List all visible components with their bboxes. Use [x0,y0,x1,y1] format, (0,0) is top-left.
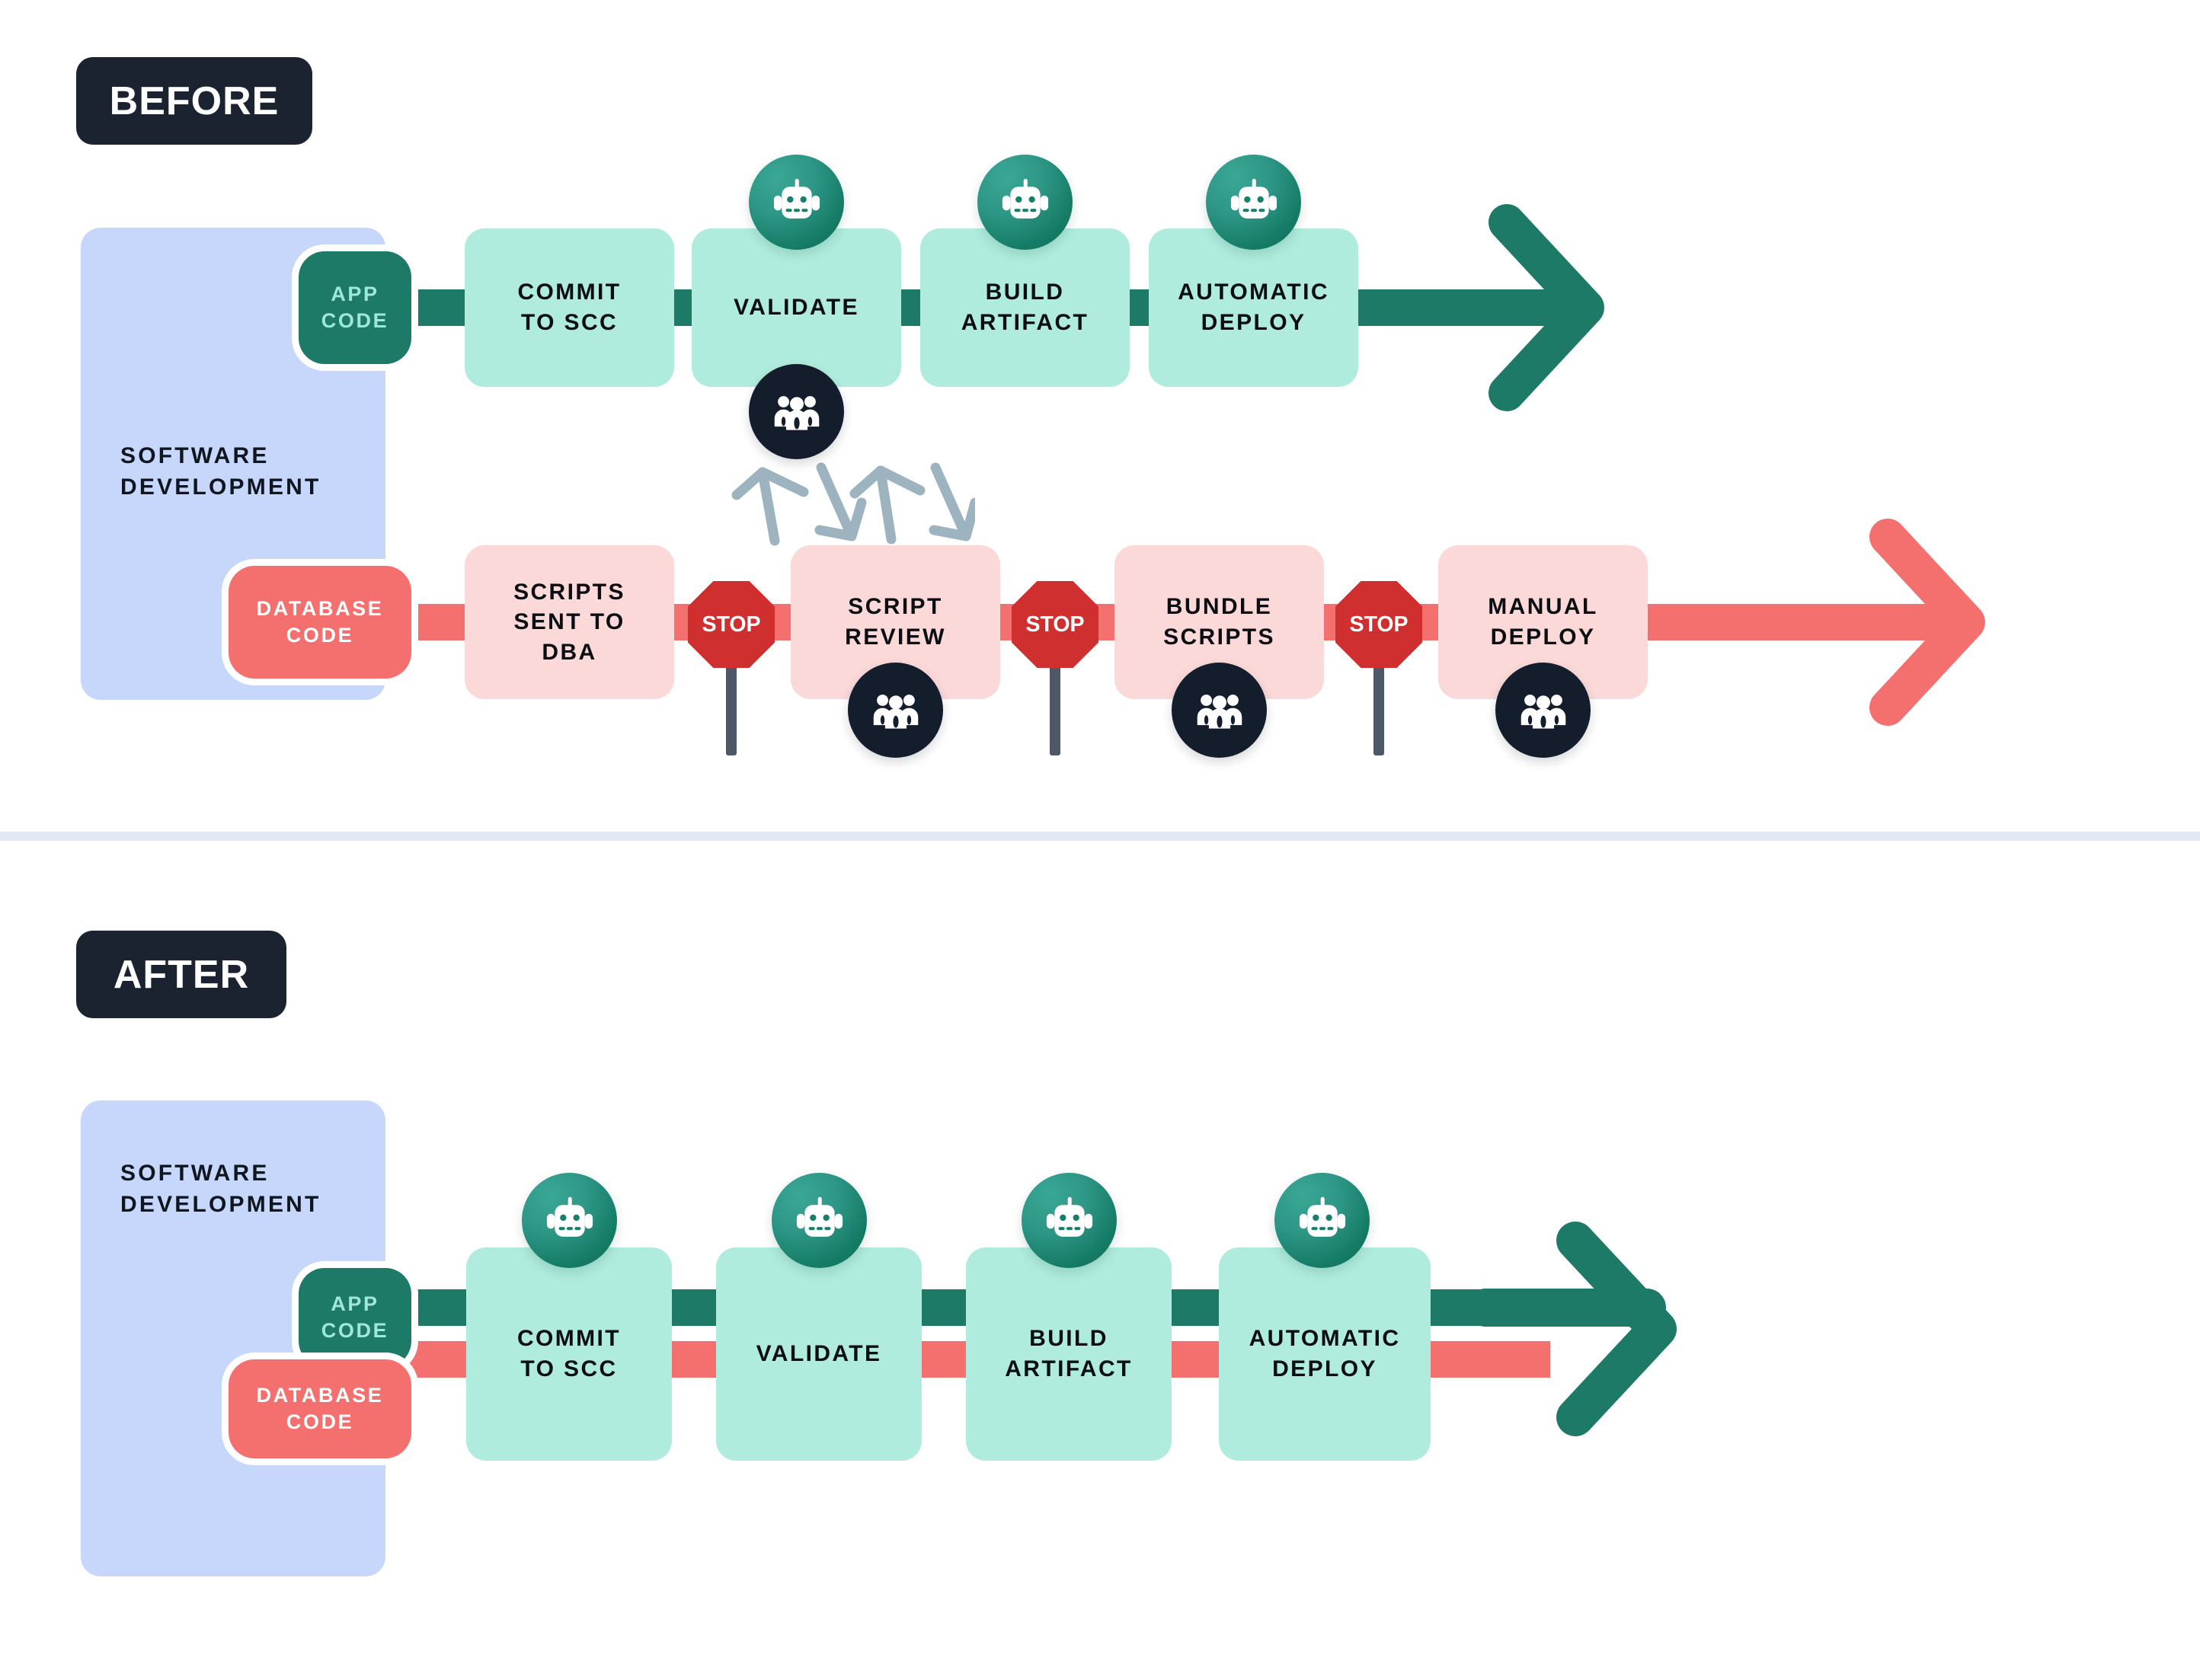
people-icon [848,663,943,758]
after-badge-label: AFTER [113,952,250,997]
app-code-pill-line2: CODE [321,1319,389,1342]
after-stage-commit-to-scc[interactable]: COMMIT TO SCC [466,1247,672,1461]
before-stage-manual-deploy[interactable]: MANUAL DEPLOY [1438,545,1648,699]
app-code-pill-line1: APP [331,1292,379,1316]
stop-gate-3: STOP [1335,581,1422,672]
stop-sign-post [726,640,737,755]
robot-icon [772,1173,867,1268]
after-app-code-pill[interactable]: APP CODE [299,1268,411,1367]
section-divider [0,832,2200,841]
stop-label: STOP [702,612,760,637]
robot-icon [1022,1173,1117,1268]
people-icon [1495,663,1591,758]
before-stage-build-artifact[interactable]: BUILD ARTIFACT [920,228,1130,387]
stop-sign-post [1050,640,1060,755]
before-app-code-pill[interactable]: APP CODE [299,251,411,364]
before-stage-validate[interactable]: VALIDATE [692,228,901,387]
db-code-pill-line2: CODE [286,624,354,647]
app-code-pill-line1: APP [331,283,379,306]
stage-label: COMMIT TO SCC [517,279,622,335]
before-badge-label: BEFORE [109,78,280,123]
stop-gate-1: STOP [688,581,775,672]
after-stage-build-artifact[interactable]: BUILD ARTIFACT [966,1247,1172,1461]
before-lane-label: SOFTWARE DEVELOPMENT [120,443,321,500]
before-database-code-pill[interactable]: DATABASE CODE [229,566,411,679]
stage-label: COMMIT TO SCC [516,1326,622,1381]
before-stage-commit-to-scc[interactable]: COMMIT TO SCC [465,228,674,387]
people-icon [1172,663,1267,758]
db-code-pill-line2: CODE [286,1410,354,1433]
rework-zigzag-arrows [731,462,975,546]
robot-icon [977,155,1073,250]
after-stage-validate[interactable]: VALIDATE [716,1247,922,1461]
stage-label: AUTOMATIC DEPLOY [1178,279,1329,335]
stage-label: VALIDATE [734,295,859,321]
stage-label: BUNDLE SCRIPTS [1163,594,1275,650]
after-section-badge: AFTER [76,931,286,1018]
stage-label: SCRIPT REVIEW [845,594,946,650]
robot-icon [1206,155,1301,250]
app-code-pill-line2: CODE [321,309,389,332]
db-code-pill-line1: DATABASE [256,597,384,621]
stage-label: AUTOMATIC DEPLOY [1249,1326,1401,1381]
robot-icon [749,155,844,250]
stop-sign-post [1373,640,1384,755]
robot-icon [1274,1173,1370,1268]
after-database-code-pill[interactable]: DATABASE CODE [229,1359,411,1458]
stage-label: SCRIPTS SENT TO DBA [513,579,625,665]
after-stage-automatic-deploy[interactable]: AUTOMATIC DEPLOY [1219,1247,1431,1461]
before-section-badge: BEFORE [76,57,312,145]
stop-label: STOP [1025,612,1084,637]
before-stage-scripts-sent-to-dba[interactable]: SCRIPTS SENT TO DBA [465,545,674,699]
stage-label: MANUAL DEPLOY [1488,594,1598,650]
db-code-pill-line1: DATABASE [256,1384,384,1407]
after-lane-label: SOFTWARE DEVELOPMENT [120,1161,321,1218]
stage-label: BUILD ARTIFACT [961,279,1089,335]
before-app-terminator-arrow [1417,204,1604,411]
after-terminator-arrow [1478,1222,1677,1436]
before-stage-automatic-deploy[interactable]: AUTOMATIC DEPLOY [1149,228,1358,387]
people-icon [749,364,844,459]
before-db-terminator-arrow [1798,519,1985,726]
stage-label: VALIDATE [756,1341,882,1367]
stage-label: BUILD ARTIFACT [1005,1326,1133,1381]
robot-icon [522,1173,617,1268]
stop-label: STOP [1349,612,1408,637]
stop-gate-2: STOP [1012,581,1098,672]
